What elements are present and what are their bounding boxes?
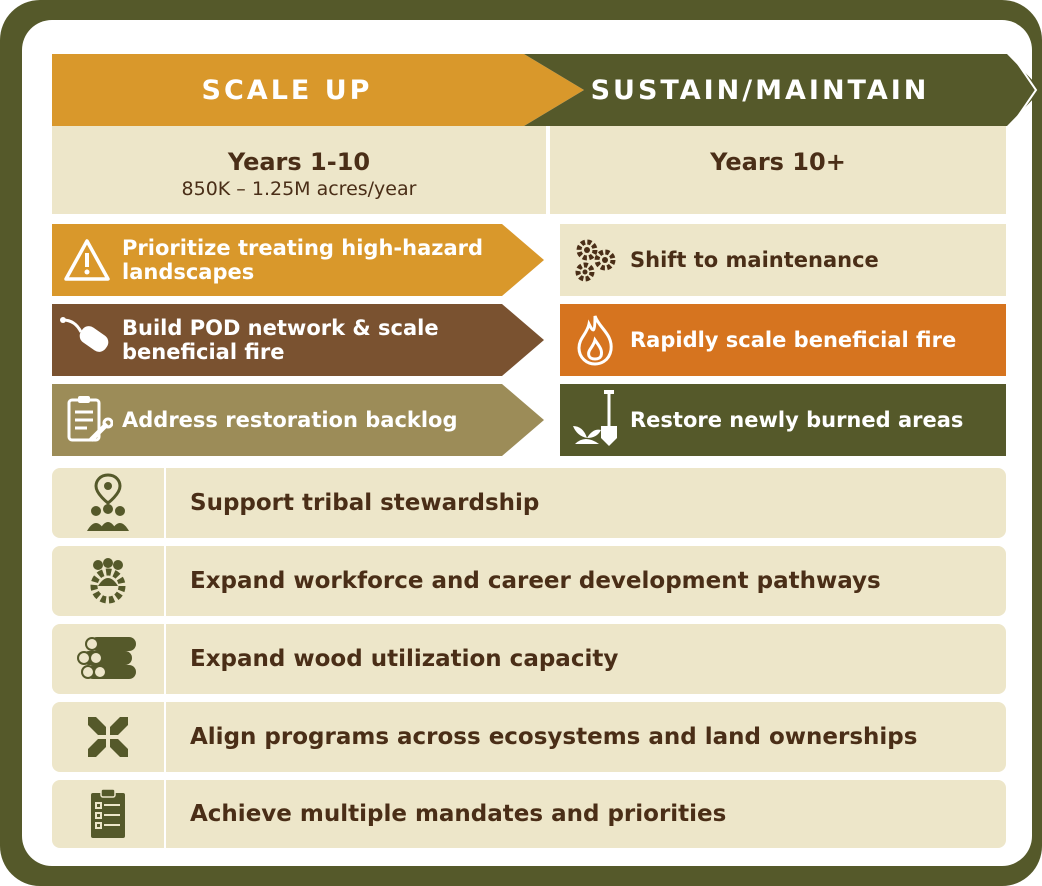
action-arrow-1-shape (52, 224, 544, 296)
action-restoration-backlog: Address restoration backlog (52, 384, 502, 456)
action-prioritize-label: Prioritize treating high-hazard landscap… (122, 236, 484, 284)
checklist-wrench-icon (52, 394, 122, 446)
fire-icon (560, 314, 630, 366)
warning-icon (52, 238, 122, 282)
sustain-arrow-shape (524, 54, 1042, 126)
phase-arrows (52, 54, 1042, 126)
scale-up-arrow-shape (52, 54, 584, 126)
band-wood-label: Expand wood utilization capacity (190, 646, 619, 672)
scale-up-action-shapes (52, 224, 544, 456)
action-restore-burned-label: Restore newly burned areas (630, 408, 964, 432)
action-shift-maintenance: Shift to maintenance (560, 224, 1006, 296)
action-build-pod: Build POD network & scale beneficial fir… (52, 304, 502, 376)
action-prioritize: Prioritize treating high-hazard landscap… (52, 224, 502, 296)
drip-torch-icon (52, 316, 122, 364)
band-tribal: Support tribal stewardship (52, 468, 1006, 538)
action-restore-burned: Restore newly burned areas (560, 384, 1006, 456)
action-beneficial-fire: Rapidly scale beneficial fire (560, 304, 1006, 376)
action-restoration-backlog-label: Address restoration backlog (122, 408, 458, 432)
converging-arrows-icon (52, 702, 166, 772)
band-align: Align programs across ecosystems and lan… (52, 702, 1006, 772)
workforce-gear-icon (52, 546, 166, 616)
years-sustain-box: Years 10+ (550, 126, 1006, 214)
action-beneficial-fire-label: Rapidly scale beneficial fire (630, 328, 957, 352)
acres-per-year: 850K – 1.25M acres/year (181, 178, 417, 200)
band-align-label: Align programs across ecosystems and lan… (190, 724, 918, 750)
band-workforce-label: Expand workforce and career development … (190, 568, 881, 594)
phase-scale-up-label: SCALE UP (201, 74, 373, 106)
action-arrow-3-shape (52, 384, 544, 456)
band-wood: Expand wood utilization capacity (52, 624, 1006, 694)
band-mandates-label: Achieve multiple mandates and priorities (190, 801, 727, 827)
people-location-icon (52, 468, 166, 538)
years-scale-up-box: Years 1-10 850K – 1.25M acres/year (52, 126, 546, 214)
sustain-arrow-outline (1013, 57, 1038, 123)
band-mandates: Achieve multiple mandates and priorities (52, 780, 1006, 848)
gears-icon (560, 236, 630, 284)
years-sustain: Years 10+ (710, 148, 846, 176)
phase-sustain-label: SUSTAIN/MAINTAIN (590, 74, 930, 106)
action-arrow-2-shape (52, 304, 544, 376)
band-tribal-label: Support tribal stewardship (190, 490, 540, 516)
action-shift-maintenance-label: Shift to maintenance (630, 248, 879, 272)
clipboard-icon (52, 780, 166, 848)
shovel-seedling-icon (560, 390, 630, 450)
years-scale-up: Years 1-10 (227, 148, 371, 176)
log-pile-icon (52, 624, 166, 694)
action-build-pod-label: Build POD network & scale beneficial fir… (122, 316, 439, 364)
band-workforce: Expand workforce and career development … (52, 546, 1006, 616)
